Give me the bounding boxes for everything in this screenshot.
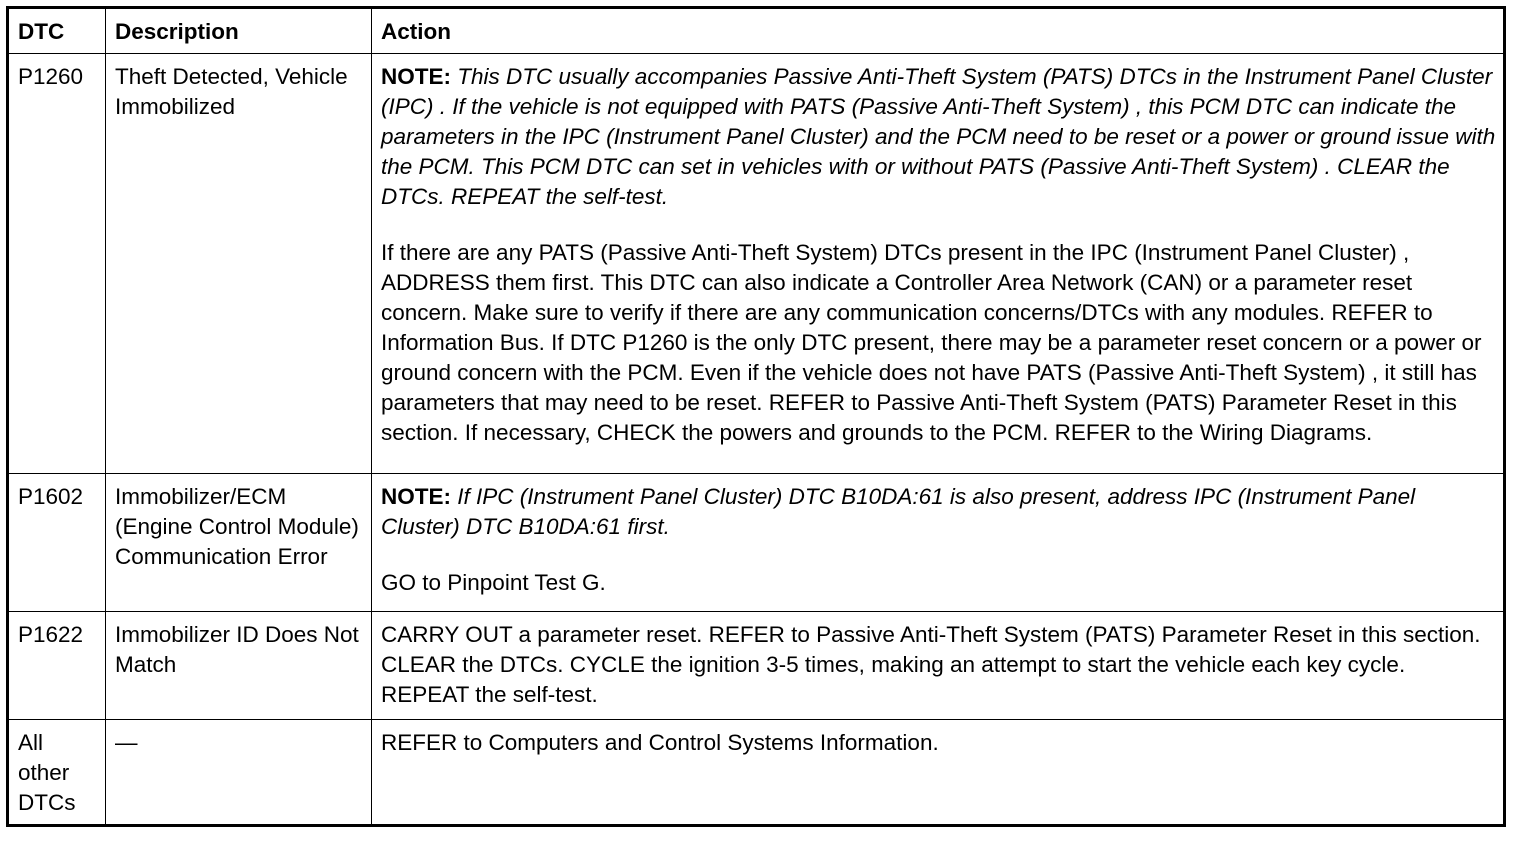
dtc-action: NOTE: If IPC (Instrument Panel Cluster) … — [371, 473, 1505, 612]
dtc-code: All other DTCs — [7, 719, 106, 826]
dtc-code-text: All other DTCs — [18, 730, 76, 815]
dtc-action: CARRY OUT a parameter reset. REFER to Pa… — [371, 611, 1505, 720]
dtc-description: Theft Detected, Vehicle Immobilized — [105, 53, 372, 474]
header-dtc: DTC — [7, 7, 106, 54]
note-paragraph: NOTE: This DTC usually accompanies Passi… — [381, 62, 1497, 212]
table-row: All other DTCs — REFER to Computers and … — [7, 719, 1505, 826]
dtc-code: P1602 — [7, 473, 106, 612]
note-text: If IPC (Instrument Panel Cluster) DTC B1… — [381, 484, 1416, 539]
note-label: NOTE: — [381, 64, 451, 89]
dtc-code: P1622 — [7, 611, 106, 720]
table-row: P1602 Immobilizer/ECM (Engine Control Mo… — [7, 473, 1505, 612]
header-description: Description — [105, 7, 372, 54]
note-paragraph: NOTE: If IPC (Instrument Panel Cluster) … — [381, 482, 1497, 542]
dtc-action: NOTE: This DTC usually accompanies Passi… — [371, 53, 1505, 474]
table-row: P1260 Theft Detected, Vehicle Immobilize… — [7, 53, 1505, 474]
table-row: P1622 Immobilizer ID Does Not Match CARR… — [7, 611, 1505, 720]
dtc-description: Immobilizer ID Does Not Match — [105, 611, 372, 720]
note-text: This DTC usually accompanies Passive Ant… — [381, 64, 1496, 209]
dtc-table: DTC Description Action P1260 Theft Detec… — [6, 6, 1506, 827]
header-action: Action — [371, 7, 1505, 54]
dtc-action: REFER to Computers and Control Systems I… — [371, 719, 1505, 826]
dtc-description: — — [105, 719, 372, 826]
action-text: GO to Pinpoint Test G. — [381, 570, 606, 595]
dtc-description: Immobilizer/ECM (Engine Control Module) … — [105, 473, 372, 612]
note-label: NOTE: — [381, 484, 451, 509]
dtc-code: P1260 — [7, 53, 106, 474]
table-header-row: DTC Description Action — [7, 7, 1505, 54]
action-text: If there are any PATS (Passive Anti-Thef… — [381, 240, 1482, 445]
